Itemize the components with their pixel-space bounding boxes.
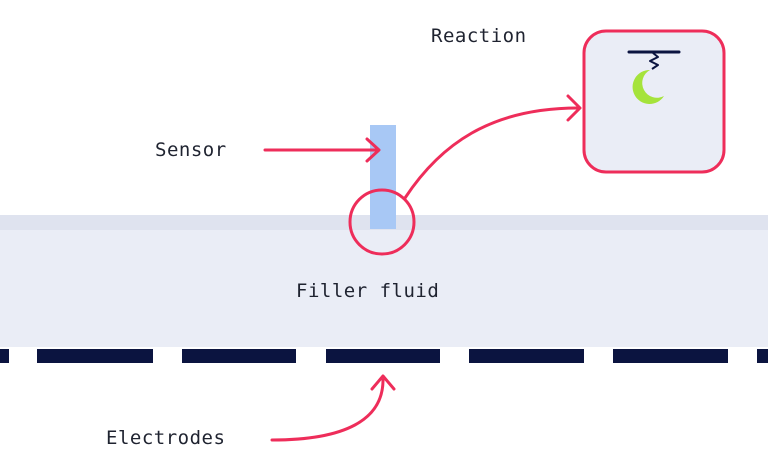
sensor-strip bbox=[370, 125, 396, 229]
antibody-icon bbox=[627, 50, 681, 70]
sensor-arrow-head bbox=[365, 137, 381, 163]
reaction-arrow bbox=[403, 106, 580, 200]
electrode-array bbox=[0, 349, 768, 363]
electrode bbox=[757, 349, 768, 363]
filler-fluid-label: Filler fluid bbox=[296, 280, 440, 302]
filler-fluid-layer bbox=[0, 230, 768, 347]
electrode bbox=[469, 349, 584, 363]
sensor-highlight-circle bbox=[348, 188, 416, 256]
electrodes-arrow-head bbox=[370, 374, 396, 391]
electrode bbox=[182, 349, 296, 363]
molecule-icon bbox=[632, 69, 664, 104]
reaction-label: Reaction bbox=[431, 25, 527, 47]
electrode bbox=[0, 349, 9, 363]
electrode bbox=[613, 349, 728, 363]
electrodes-arrow bbox=[270, 378, 385, 442]
electrode bbox=[37, 349, 153, 363]
electrode bbox=[326, 349, 440, 363]
electrodes-label: Electrodes bbox=[106, 427, 226, 449]
sensor-label: Sensor bbox=[155, 139, 227, 161]
reaction-arrow-head bbox=[566, 94, 582, 122]
